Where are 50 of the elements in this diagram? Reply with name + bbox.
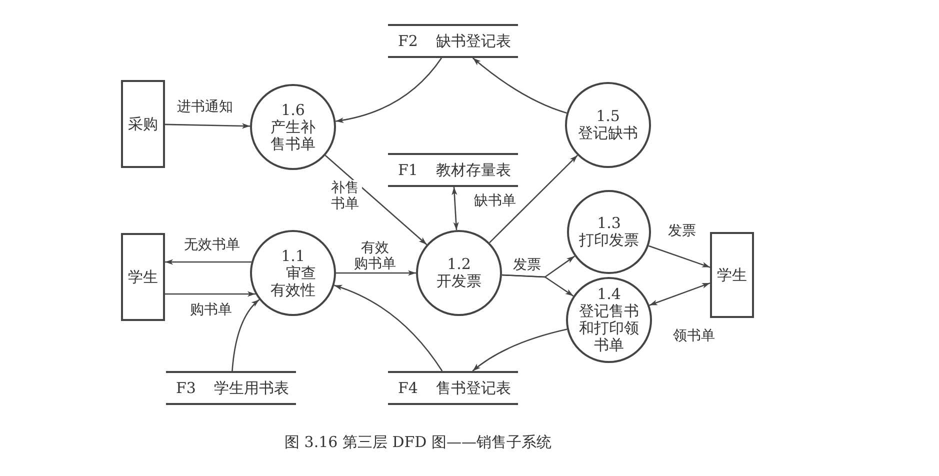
process-name: 产生补售书单 [270, 118, 316, 152]
data-flow-arrow [648, 245, 710, 268]
process-name: 登记缺书 [577, 125, 639, 142]
process-name: 打印发票 [578, 232, 640, 249]
data-flow-arrow [472, 328, 568, 372]
store-id: F4 [398, 380, 418, 396]
edge-label: 领书单 [672, 328, 716, 344]
data-flow-arrow [336, 270, 416, 276]
figure-caption: 图 3.16 第三层 DFD 图——销售子系统 [284, 433, 552, 452]
process-name: 审查有效性 [270, 264, 317, 298]
data-flow-arrow [334, 284, 443, 372]
process-number: 1.4 [597, 286, 621, 303]
store-name: 缺书登记表 [436, 32, 511, 50]
data-flow-arrow [489, 154, 578, 244]
process-number: 1.2 [447, 256, 471, 273]
data-flow-arrow [165, 291, 256, 297]
edge-label: 缺书单 [473, 193, 517, 209]
store-id: F3 [176, 380, 196, 396]
store-name: 教材存量表 [436, 162, 511, 178]
entity-name: 学生 [127, 268, 159, 286]
process-name: 登记售书和打印领书单 [578, 303, 640, 354]
external-entity-box [710, 232, 754, 318]
process-number: 1.6 [281, 102, 305, 118]
process-number: 1.1 [281, 248, 305, 264]
external-entity-box [121, 233, 165, 321]
edge-label: 进书通知 [176, 99, 234, 115]
process-name: 开发票 [436, 273, 482, 290]
edge-label: 购书单 [189, 302, 233, 318]
store-id: F2 [398, 32, 418, 50]
data-flow-arrow [649, 282, 710, 306]
store-name: 售书登记表 [436, 380, 511, 396]
entity-name: 学生 [716, 266, 748, 284]
data-flow-arrow [336, 58, 442, 123]
data-flow-arrow [472, 58, 567, 114]
external-entity-box [121, 80, 165, 168]
data-flow-arrow [165, 259, 252, 265]
data-flow-arrow [232, 299, 260, 372]
data-flow-arrow [324, 154, 428, 246]
edge-label: 发票 [667, 223, 697, 239]
edge-label: 无效书单 [183, 237, 241, 253]
process-number: 1.3 [597, 215, 621, 232]
store-name: 学生用书表 [214, 380, 289, 396]
entity-name: 采购 [127, 116, 159, 132]
data-flow-arrow [452, 186, 459, 230]
process-number: 1.5 [596, 108, 620, 125]
data-flow-arrow [164, 123, 250, 129]
edge-label: 发票 [512, 257, 542, 273]
edge-label: 补售书单 [330, 180, 362, 212]
data-flow-arrow [502, 274, 574, 297]
store-id: F1 [398, 162, 418, 178]
